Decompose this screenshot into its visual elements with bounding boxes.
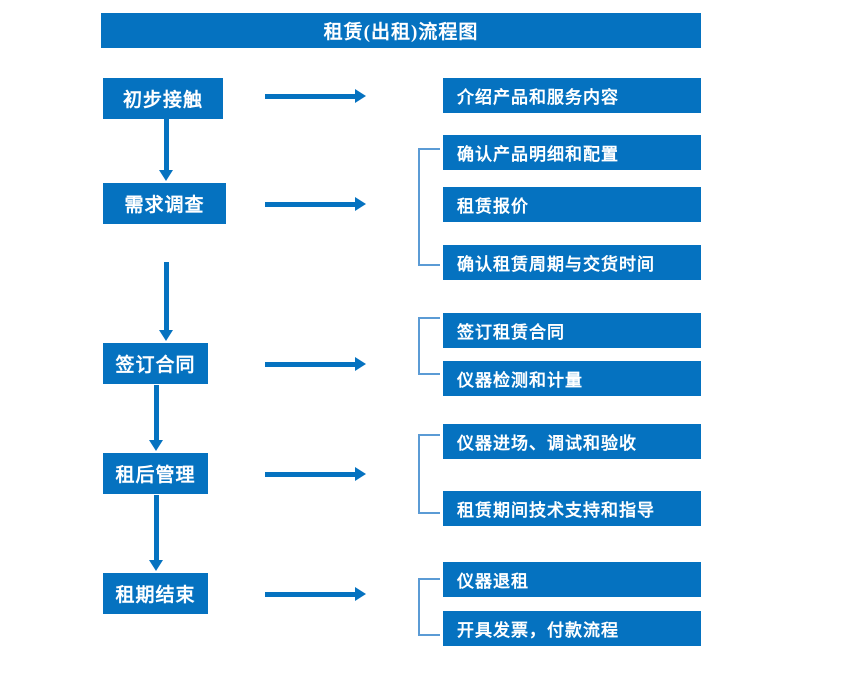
group-bracket-lease-end [418,578,440,636]
detail-box-confirm-period-delivery[interactable]: 确认租赁周期与交货时间 [443,245,701,280]
stage-box-sign-contract[interactable]: 签订合同 [103,343,208,384]
detail-box-invoice-payment[interactable]: 开具发票，付款流程 [443,611,701,646]
right-arrow-icon-management [265,467,366,481]
detail-box-introduce-products[interactable]: 介绍产品和服务内容 [443,78,701,113]
page-title: 租赁(出租)流程图 [101,13,701,48]
detail-box-instrument-entry-commissioning[interactable]: 仪器进场、调试和验收 [443,424,701,459]
right-arrow-icon-contact [265,89,366,103]
right-arrow-icon-survey [265,197,366,211]
detail-box-technical-support[interactable]: 租赁期间技术支持和指导 [443,491,701,526]
detail-box-rental-quotation[interactable]: 租赁报价 [443,187,701,222]
stage-box-demand-survey[interactable]: 需求调查 [103,183,226,224]
down-arrow-icon-survey-to-contract [159,262,173,341]
right-arrow-icon-contract [265,357,366,371]
stage-box-post-rental-management[interactable]: 租后管理 [103,453,208,494]
detail-box-instrument-return[interactable]: 仪器退租 [443,562,701,597]
group-bracket-management [418,434,440,514]
right-arrow-icon-lease-end [265,587,366,601]
group-bracket-contract [418,317,440,375]
detail-box-instrument-inspection[interactable]: 仪器检测和计量 [443,361,701,396]
down-arrow-icon-management-to-lease-end [149,495,163,571]
detail-box-sign-rental-contract[interactable]: 签订租赁合同 [443,313,701,348]
stage-box-initial-contact[interactable]: 初步接触 [103,78,223,119]
group-bracket-survey [418,148,440,266]
detail-box-confirm-product-spec[interactable]: 确认产品明细和配置 [443,135,701,170]
down-arrow-icon-contract-to-management [149,385,163,451]
stage-box-lease-end[interactable]: 租期结束 [103,573,208,614]
down-arrow-icon-contact-to-survey [159,119,173,181]
